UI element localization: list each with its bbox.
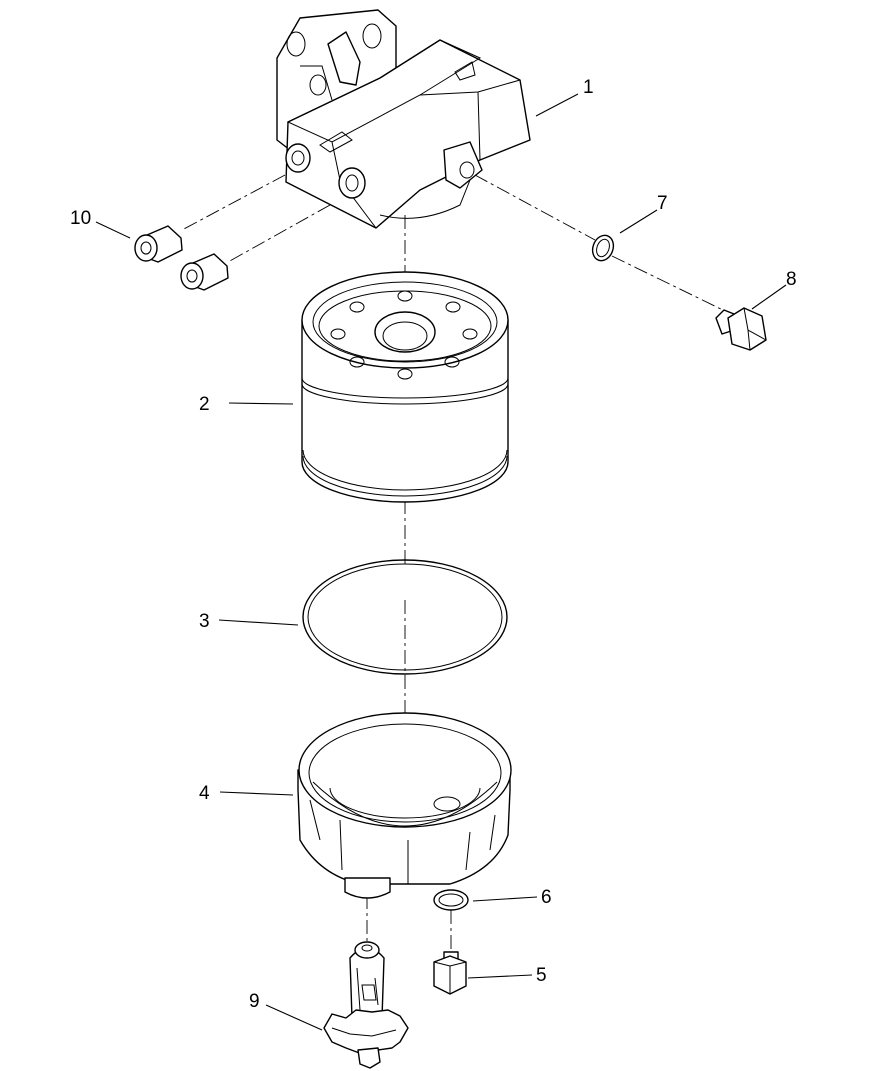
small-o-ring-part — [591, 234, 615, 262]
leader-lines — [95, 93, 787, 1031]
callout-6: 6 — [541, 887, 552, 908]
callout-3: 3 — [199, 611, 210, 632]
callout-4: 4 — [199, 783, 210, 804]
drain-valve-part — [323, 941, 409, 1069]
callout-8: 8 — [786, 269, 797, 290]
bleed-screw-part — [715, 307, 767, 351]
filter-bowl-part — [297, 712, 512, 899]
callout-2: 2 — [199, 394, 210, 415]
callout-1: 1 — [583, 77, 594, 98]
callout-5: 5 — [536, 965, 547, 986]
fitting-part-upper — [134, 225, 183, 263]
drain-plug-part — [433, 951, 467, 995]
drain-o-ring-part — [433, 889, 469, 911]
filter-element-part — [301, 271, 509, 503]
callout-7: 7 — [657, 193, 668, 214]
large-o-ring-part — [302, 559, 508, 675]
callout-labels: 1 2 3 4 5 6 7 8 9 10 — [70, 77, 797, 1012]
callout-9: 9 — [249, 991, 260, 1012]
callout-10: 10 — [70, 208, 91, 229]
filter-head-part — [276, 9, 531, 229]
fitting-part-lower — [180, 253, 229, 291]
